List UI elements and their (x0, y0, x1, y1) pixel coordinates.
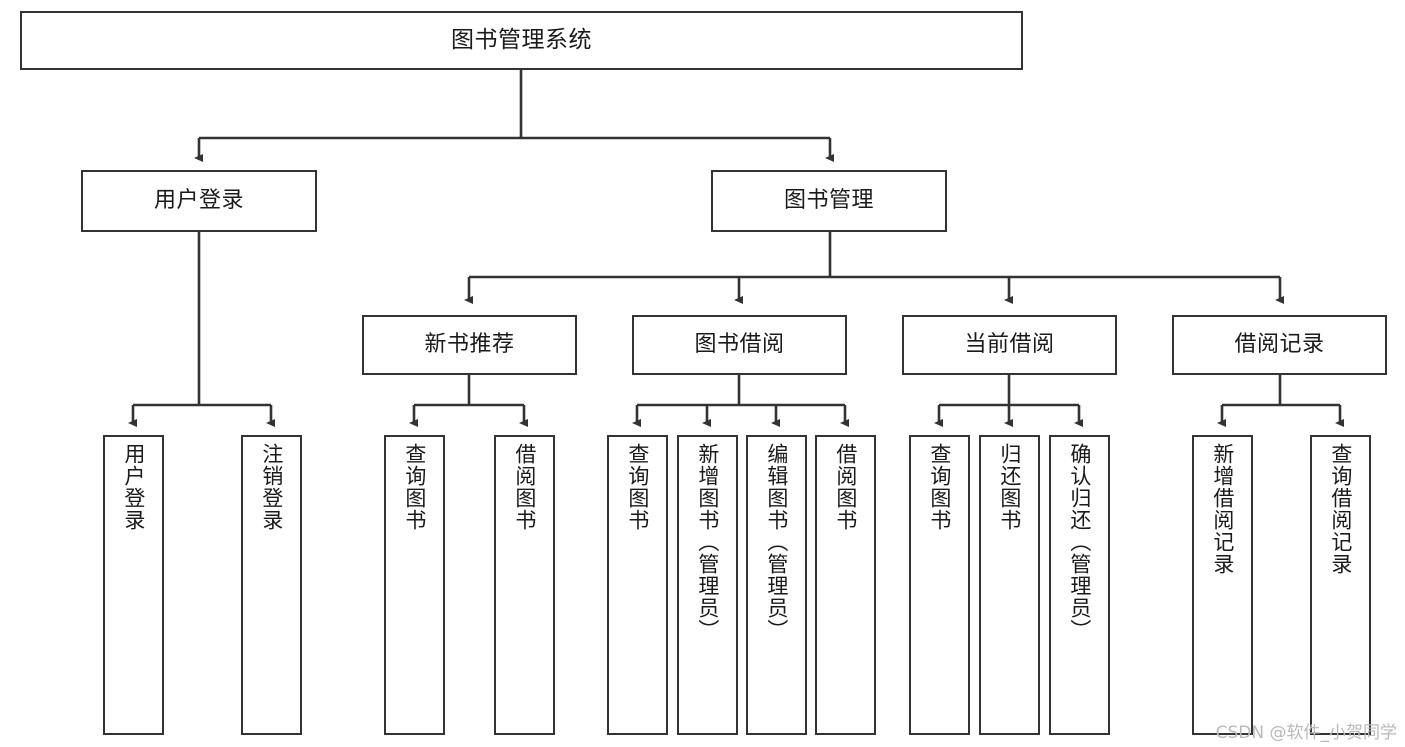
leaf-new-book-query[interactable]: 查询图书 (384, 435, 445, 735)
node-current-borrow[interactable]: 当前借阅 (902, 315, 1117, 375)
leaf-book-borrow-query[interactable]: 查询图书 (607, 435, 668, 735)
node-label: 用户登录 (153, 188, 244, 214)
leaf-user-login-logout[interactable]: 注销登录 (241, 435, 302, 735)
node-label: 查询借阅记录 (1328, 443, 1353, 575)
node-root-system[interactable]: 图书管理系统 (20, 11, 1023, 70)
node-label: 查询图书 (625, 443, 650, 531)
node-user-login[interactable]: 用户登录 (81, 170, 317, 232)
leaf-user-login-login[interactable]: 用户登录 (103, 435, 164, 735)
node-book-management[interactable]: 图书管理 (711, 170, 947, 232)
leaf-book-borrow-edit[interactable]: 编辑图书（管理员） (746, 435, 807, 735)
node-label: 新书推荐 (424, 332, 515, 358)
node-label: 借阅图书 (833, 443, 858, 531)
node-label: 新增借阅记录 (1210, 443, 1235, 575)
node-label: 查询图书 (402, 443, 427, 531)
leaf-borrow-record-query[interactable]: 查询借阅记录 (1310, 435, 1371, 735)
leaf-current-borrow-return[interactable]: 归还图书 (979, 435, 1040, 735)
node-label: 图书管理系统 (451, 27, 592, 54)
leaf-book-borrow-borrow[interactable]: 借阅图书 (815, 435, 876, 735)
leaf-current-borrow-query[interactable]: 查询图书 (909, 435, 970, 735)
node-new-book-recommend[interactable]: 新书推荐 (362, 315, 577, 375)
node-borrow-record[interactable]: 借阅记录 (1172, 315, 1387, 375)
node-label: 用户登录 (121, 443, 146, 531)
node-label: 借阅图书 (512, 443, 537, 531)
node-label: 确认归还（管理员） (1067, 443, 1092, 641)
node-label: 借阅记录 (1234, 332, 1325, 358)
node-label: 图书借阅 (694, 332, 785, 358)
leaf-book-borrow-add[interactable]: 新增图书（管理员） (677, 435, 738, 735)
node-label: 当前借阅 (964, 332, 1055, 358)
node-label: 图书管理 (783, 188, 874, 214)
node-book-borrow[interactable]: 图书借阅 (632, 315, 847, 375)
watermark-text: CSDN @软件_小贺同学 (1215, 723, 1397, 743)
node-label: 注销登录 (259, 443, 284, 531)
leaf-current-borrow-confirm-return[interactable]: 确认归还（管理员） (1049, 435, 1110, 735)
node-label: 查询图书 (927, 443, 952, 531)
leaf-new-book-borrow[interactable]: 借阅图书 (494, 435, 555, 735)
node-label: 编辑图书（管理员） (764, 443, 789, 641)
node-label: 新增图书（管理员） (695, 443, 720, 641)
leaf-borrow-record-add[interactable]: 新增借阅记录 (1192, 435, 1253, 735)
node-label: 归还图书 (997, 443, 1022, 531)
